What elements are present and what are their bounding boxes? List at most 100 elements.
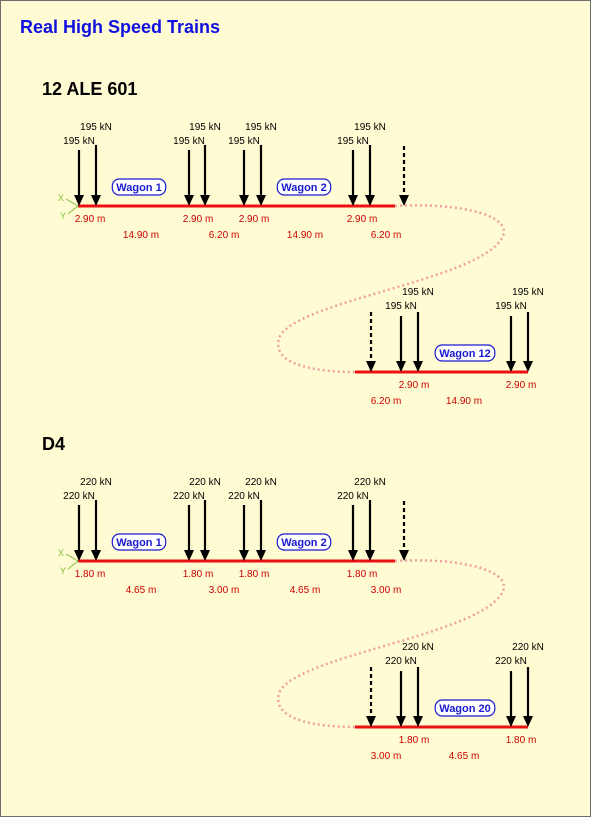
load-arrow-head <box>413 716 423 727</box>
load-arrow-head <box>74 195 84 206</box>
axle-spacing-label: 1.80 m <box>399 735 430 746</box>
load-arrow-head <box>365 195 375 206</box>
load-label: 195 kN <box>173 136 205 147</box>
load-arrow-head <box>91 550 101 561</box>
wagon-label-box <box>434 344 496 362</box>
span-spacing-label: 6.20 m <box>371 396 402 407</box>
load-arrow-head <box>399 550 409 561</box>
span-spacing-label: 14.90 m <box>287 230 323 241</box>
span-spacing-label: 4.65 m <box>290 585 321 596</box>
train-continuation-connector <box>277 559 506 729</box>
x-axis-line <box>65 198 79 207</box>
wagon-label: Wagon 20 <box>439 703 491 715</box>
wagon-label-box <box>111 533 167 551</box>
load-label: 220 kN <box>495 656 527 667</box>
load-arrow-head <box>366 716 376 727</box>
load-label: 195 kN <box>354 122 386 133</box>
axle-spacing-label: 1.80 m <box>183 569 214 580</box>
wagon-label-box <box>276 533 332 551</box>
span-spacing-label: 3.00 m <box>371 585 402 596</box>
load-label: 220 kN <box>189 477 221 488</box>
load-label: 220 kN <box>80 477 112 488</box>
train-group-d4: XY 220 kN 220 kN 220 kN 220 kN 220 kN 220 kN 22… <box>58 477 544 762</box>
x-axis-line <box>65 553 79 562</box>
span-spacing-label: 6.20 m <box>371 230 402 241</box>
y-axis-line <box>67 205 79 215</box>
y-axis-line <box>67 560 79 570</box>
span-spacing-label: 3.00 m <box>371 751 402 762</box>
page-title: Real High Speed Trains <box>20 17 221 37</box>
load-label: 195 kN <box>80 122 112 133</box>
span-spacing-label: 4.65 m <box>449 751 480 762</box>
span-spacing-label: 14.90 m <box>123 230 159 241</box>
load-label: 195 kN <box>245 122 277 133</box>
axle-spacing-label: 2.90 m <box>239 214 270 225</box>
wagon-label: Wagon 1 <box>116 182 161 194</box>
load-arrow-head <box>239 195 249 206</box>
axle-spacing-label: 1.80 m <box>75 569 106 580</box>
load-arrow-head <box>365 550 375 561</box>
load-arrow-head <box>399 195 409 206</box>
load-label: 220 kN <box>228 491 260 502</box>
load-label: 220 kN <box>173 491 205 502</box>
wagon-label-box <box>434 699 496 717</box>
wagon-label: Wagon 1 <box>116 537 161 549</box>
y-axis-label: Y <box>60 211 66 221</box>
wagon-label: Wagon 2 <box>281 182 326 194</box>
train-title-2: D4 <box>42 434 66 454</box>
load-label: 195 kN <box>402 287 434 298</box>
x-axis-label: X <box>58 193 64 203</box>
load-label: 220 kN <box>63 491 95 502</box>
load-arrow-head <box>239 550 249 561</box>
axle-spacing-label: 2.90 m <box>183 214 214 225</box>
axle-spacing-label: 1.80 m <box>506 735 537 746</box>
load-arrow-head <box>200 550 210 561</box>
load-label: 195 kN <box>337 136 369 147</box>
wagon-label: Wagon 12 <box>439 348 491 360</box>
wagon-label: Wagon 2 <box>281 537 326 549</box>
load-arrow-head <box>184 195 194 206</box>
load-arrow-head <box>523 361 533 372</box>
load-arrow-head <box>200 195 210 206</box>
load-arrow-head <box>366 361 376 372</box>
span-spacing-label: 14.90 m <box>446 396 482 407</box>
axle-spacing-label: 2.90 m <box>347 214 378 225</box>
load-arrow-head <box>523 716 533 727</box>
axle-spacing-label: 2.90 m <box>506 380 537 391</box>
load-label: 220 kN <box>354 477 386 488</box>
wagon-label-box <box>111 178 167 196</box>
load-label: 220 kN <box>337 491 369 502</box>
y-axis-label: Y <box>60 566 66 576</box>
span-spacing-label: 3.00 m <box>209 585 240 596</box>
load-arrow-head <box>256 550 266 561</box>
load-label: 195 kN <box>385 301 417 312</box>
load-arrow-head <box>396 716 406 727</box>
load-arrow-head <box>256 195 266 206</box>
load-arrow-head <box>506 361 516 372</box>
wagon-label-box <box>276 178 332 196</box>
train-group-12ale601: XY 195 kN 195 kN 195 kN 195 kN 195 kN 195 kN 19… <box>58 122 544 407</box>
x-axis-label: X <box>58 548 64 558</box>
load-arrow-head <box>91 195 101 206</box>
axle-spacing-label: 2.90 m <box>75 214 106 225</box>
load-arrow-head <box>396 361 406 372</box>
load-arrow-head <box>506 716 516 727</box>
load-arrow-head <box>74 550 84 561</box>
span-spacing-label: 4.65 m <box>126 585 157 596</box>
load-label: 195 kN <box>189 122 221 133</box>
load-label: 220 kN <box>512 642 544 653</box>
train-title-1: 12 ALE 601 <box>42 79 138 99</box>
load-arrow-head <box>184 550 194 561</box>
axle-spacing-label: 1.80 m <box>347 569 378 580</box>
train-continuation-connector <box>277 204 506 374</box>
load-label: 195 kN <box>495 301 527 312</box>
span-spacing-label: 6.20 m <box>209 230 240 241</box>
load-label: 195 kN <box>228 136 260 147</box>
load-label: 195 kN <box>63 136 95 147</box>
load-label: 220 kN <box>402 642 434 653</box>
axle-spacing-label: 2.90 m <box>399 380 430 391</box>
load-arrow-head <box>413 361 423 372</box>
axle-spacing-label: 1.80 m <box>239 569 270 580</box>
